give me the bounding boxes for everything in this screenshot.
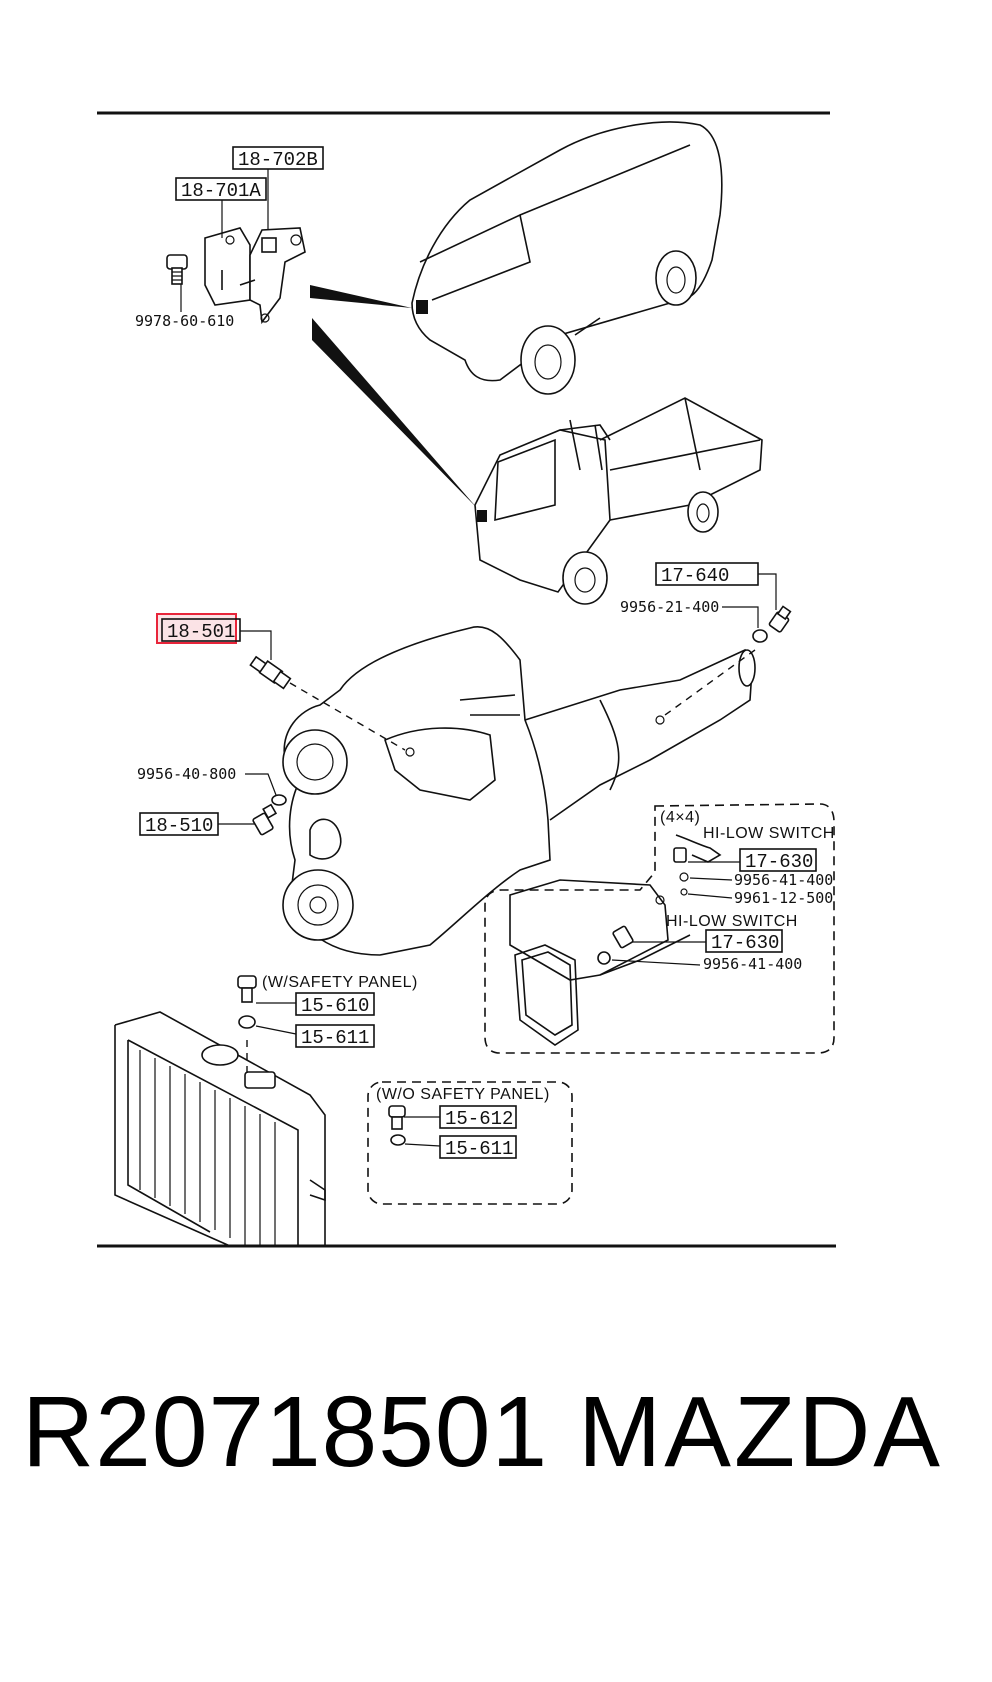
note-with-safety-panel: (W/SAFETY PANEL) [262, 974, 418, 991]
code-9956-40-800: 9956-40-800 [137, 765, 236, 783]
washer-15-611-b [390, 1134, 406, 1146]
note-hi-low-switch-1: HI-LOW SWITCH [703, 825, 835, 842]
washer-9956-21-400 [752, 629, 768, 643]
callout-box-17-630-a [739, 848, 817, 872]
switch-17-640 [768, 605, 792, 633]
callout-17-630-b: 17-630 [711, 932, 779, 954]
code-9961-12-500: 9961-12-500 [734, 889, 833, 907]
truck-location-marker [477, 510, 487, 522]
note-4x4: (4×4) [660, 809, 700, 826]
callout-box-17-630-b [705, 929, 783, 953]
sensor-18-510 [252, 803, 278, 836]
callout-15-611-a: 15-611 [301, 1027, 369, 1049]
pointer-to-truck [312, 318, 477, 508]
bolt-15-610 [237, 975, 257, 1003]
callout-box-15-610 [295, 992, 375, 1016]
callout-18-701A: 18-701A [181, 180, 261, 202]
callout-18-702B: 18-702B [238, 149, 318, 171]
engine-illustration [282, 626, 551, 956]
sensor-18-501 [249, 655, 292, 690]
code-9978-60-610: 9978-60-610 [135, 312, 234, 330]
washer-15-611-a [238, 1015, 256, 1029]
callout-box-15-611-b [439, 1135, 517, 1159]
code-9956-41-400-a: 9956-41-400 [734, 871, 833, 889]
callout-15-611-b: 15-611 [445, 1138, 513, 1160]
bolt-9978-60-610 [166, 254, 188, 285]
bracket-assembly [204, 227, 306, 325]
callout-17-640: 17-640 [661, 565, 729, 587]
callout-17-630-a: 17-630 [745, 851, 813, 873]
switch-17-630-b [612, 925, 634, 949]
leader-17-640 [664, 649, 756, 716]
brand-name: MAZDA [578, 1376, 943, 1488]
callout-box-18-702B [232, 146, 324, 170]
callout-15-610: 15-610 [301, 995, 369, 1017]
group-without-safety-panel [367, 1081, 573, 1205]
note-hi-low-switch-2: HI-LOW SWITCH [666, 913, 798, 930]
callout-15-612: 15-612 [445, 1108, 513, 1130]
leader-18-501 [289, 682, 406, 751]
code-9956-41-400-b: 9956-41-400 [703, 955, 802, 973]
washer-9956-40-800 [271, 794, 287, 806]
van-illustration [411, 121, 723, 395]
van-location-marker [416, 300, 428, 314]
callout-18-501: 18-501 [167, 621, 235, 643]
callout-box-18-501 [161, 618, 241, 642]
group-4x4-frame [484, 803, 835, 1054]
code-9956-21-400: 9956-21-400 [620, 598, 719, 616]
transfer-case-illustration [509, 879, 691, 1046]
part-number: R20718501 [22, 1376, 549, 1488]
callout-box-18-701A [175, 177, 267, 201]
radiator-illustration [114, 1011, 326, 1247]
pointer-to-van [310, 285, 412, 308]
callout-box-15-611-a [295, 1024, 375, 1048]
truck-illustration [474, 397, 763, 605]
bolt-15-612 [388, 1105, 406, 1130]
note-without-safety-panel: (W/O SAFETY PANEL) [376, 1086, 550, 1103]
callout-18-510: 18-510 [145, 815, 213, 837]
